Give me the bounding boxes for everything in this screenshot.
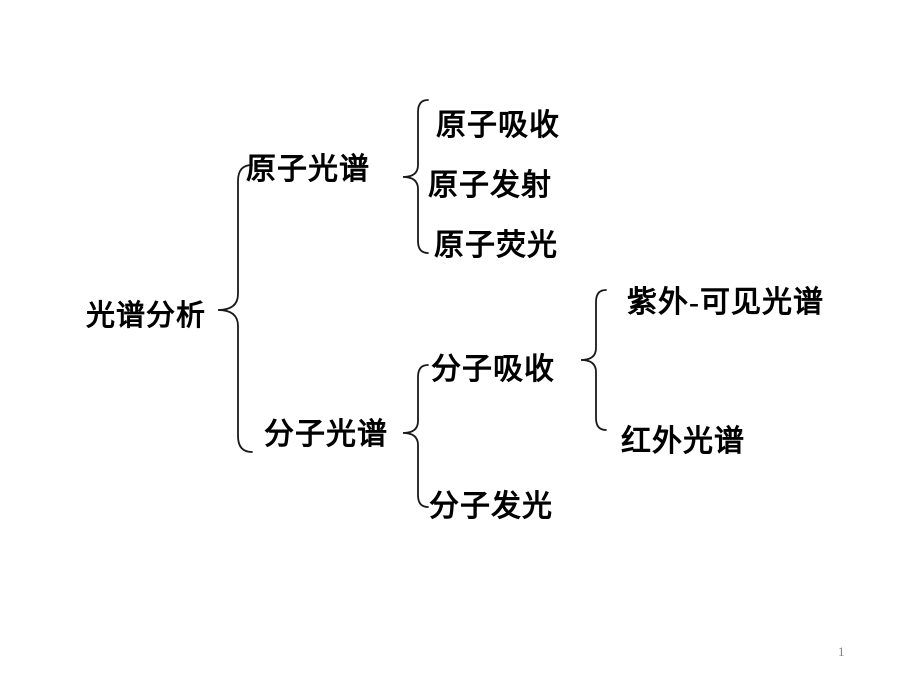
brace-molecular-absorption [580,289,607,431]
page-number: 1 [838,644,845,659]
node-atomic-fluorescence: 原子荧光 [434,229,558,262]
node-atomic-absorption: 原子吸收 [436,109,560,142]
brace-molecular [402,364,429,508]
node-infrared-spectrum: 红外光谱 [621,425,745,458]
node-molecular-absorption: 分子吸收 [431,353,555,386]
node-atomic-spectrum: 原子光谱 [246,153,370,186]
node-spectral-analysis: 光谱分析 [86,300,207,332]
brace-atomic [402,99,429,254]
node-atomic-emission: 原子发射 [428,169,552,202]
brace-root [217,164,253,453]
node-molecular-spectrum: 分子光谱 [264,418,388,451]
node-molecular-luminescence: 分子发光 [429,490,553,523]
node-uv-visible-spectrum: 紫外-可见光谱 [627,286,824,319]
